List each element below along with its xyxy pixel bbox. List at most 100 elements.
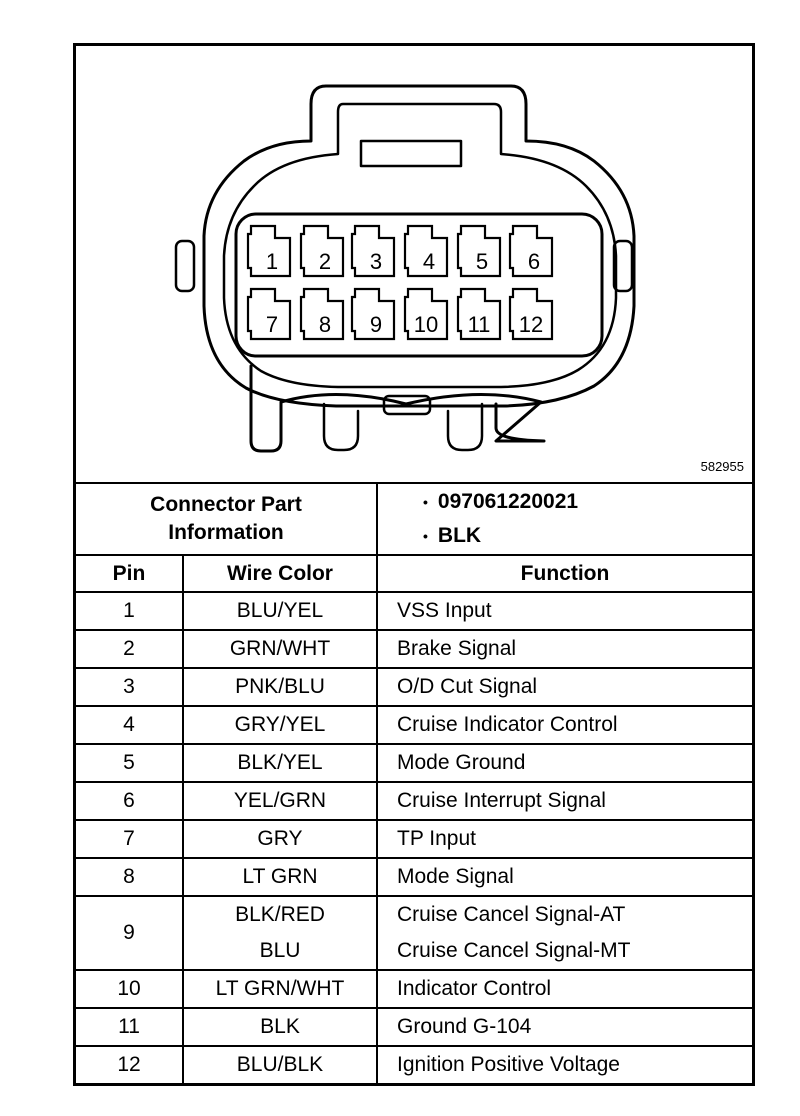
pin-number-label: 11 — [468, 312, 491, 337]
function-cell: Cruise Interrupt Signal — [376, 781, 752, 821]
pin-cell: 10 — [76, 969, 184, 1009]
pin-cavity-outline — [246, 287, 292, 341]
header-function: Function — [376, 554, 752, 593]
pin-cell: 1 — [76, 591, 184, 631]
connector-inner-outline — [222, 102, 618, 389]
pin-cell: 7 — [76, 819, 184, 859]
function-cell: VSS Input — [376, 591, 752, 631]
function-cell: Ground G-104 — [376, 1007, 752, 1047]
connector-body — [174, 84, 636, 452]
left-side-tab — [174, 239, 196, 293]
pin-cell: 12 — [76, 1045, 184, 1083]
function-cell: Indicator Control — [376, 969, 752, 1009]
bullet: • — [423, 494, 428, 510]
pin-cavity: 11 — [456, 287, 502, 341]
figure-id: 582955 — [700, 459, 744, 474]
part-number-item: • 097061220021 — [423, 485, 752, 519]
left-foot — [322, 402, 360, 452]
center-key — [382, 394, 432, 416]
header-wire-color: Wire Color — [182, 554, 378, 593]
wire-color-cell: PNK/BLU — [182, 667, 378, 707]
part-number: 097061220021 — [437, 489, 579, 513]
pin-cavity: 4 — [403, 224, 449, 278]
pin-cavity: 8 — [299, 287, 345, 341]
right-foot — [446, 402, 484, 452]
wire-color-value: BLU — [259, 939, 301, 962]
function-value: Cruise Cancel Signal-AT — [397, 903, 626, 926]
terminal-cavity-frame — [234, 212, 604, 358]
connector-part-info-values: • 097061220021 •BLK — [376, 482, 752, 556]
pin-cavity-outline — [350, 224, 396, 278]
pin-cavity-outline — [299, 287, 345, 341]
pin-number-label: 10 — [414, 312, 438, 337]
pin-cavity: 10 — [403, 287, 449, 341]
function-cell: Ignition Positive Voltage — [376, 1045, 752, 1083]
pin-cavity-outline — [508, 287, 554, 341]
wire-color-cell: BLK/YEL — [182, 743, 378, 783]
pin-number-label: 9 — [370, 312, 382, 337]
pin-cell: 8 — [76, 857, 184, 897]
wire-color-cell: BLU/BLK — [182, 1045, 378, 1083]
pin-cavity-outline — [508, 224, 554, 278]
connector-part-info-label: Connector Part Information — [76, 482, 378, 556]
function-cell: Mode Ground — [376, 743, 752, 783]
pin-number-label: 3 — [370, 249, 382, 274]
pin-cavity-outline — [456, 224, 502, 278]
pin-cavity: 2 — [299, 224, 345, 278]
pin-number-label: 2 — [319, 249, 331, 274]
pin-number-label: 8 — [319, 312, 331, 337]
pin-cavity-outline — [403, 287, 449, 341]
function-cell: O/D Cut Signal — [376, 667, 752, 707]
pin-cavity: 1 — [246, 224, 292, 278]
pin-cavity-outline — [456, 287, 502, 341]
wire-color-cell: GRY/YEL — [182, 705, 378, 745]
pin-cavity-outline — [246, 224, 292, 278]
wire-color-cell: YEL/GRN — [182, 781, 378, 821]
pin-cavity-outline — [350, 287, 396, 341]
pin-cell: 2 — [76, 629, 184, 669]
connector-outline — [202, 84, 636, 408]
header-pin: Pin — [76, 554, 184, 593]
pin-cavity: 5 — [456, 224, 502, 278]
connector-part-info-label-line2: Information — [168, 521, 284, 544]
bullet: • — [423, 528, 428, 545]
pin-cavity-outline — [299, 224, 345, 278]
pin-number-label: 7 — [266, 312, 278, 337]
pin-cell: 11 — [76, 1007, 184, 1047]
pin-cavity-outline — [403, 224, 449, 278]
pin-number-label: 6 — [528, 249, 540, 274]
function-cell: Cruise Indicator Control — [376, 705, 752, 745]
connector-color-item: •BLK — [423, 519, 752, 553]
connector-outer-housing — [249, 364, 546, 453]
wire-color-cell: GRY — [182, 819, 378, 859]
pin-cavity: 3 — [350, 224, 396, 278]
function-cell: Cruise Cancel Signal-AT Cruise Cancel Sig… — [376, 895, 752, 971]
latch-slot — [359, 139, 463, 168]
pin-cell: 3 — [76, 667, 184, 707]
pin-number-label: 5 — [476, 249, 488, 274]
connector-part-info-label-line1: Connector Part — [150, 493, 302, 516]
wire-color-cell: BLK — [182, 1007, 378, 1047]
function-value: Cruise Cancel Signal-MT — [397, 939, 631, 962]
wire-color-cell: LT GRN — [182, 857, 378, 897]
pin-number-label: 12 — [519, 312, 543, 337]
pin-cavity: 12 — [508, 287, 554, 341]
pin-cell: 4 — [76, 705, 184, 745]
connector-pinout-table: Connector Part Information • 097061220021… — [76, 482, 752, 1083]
